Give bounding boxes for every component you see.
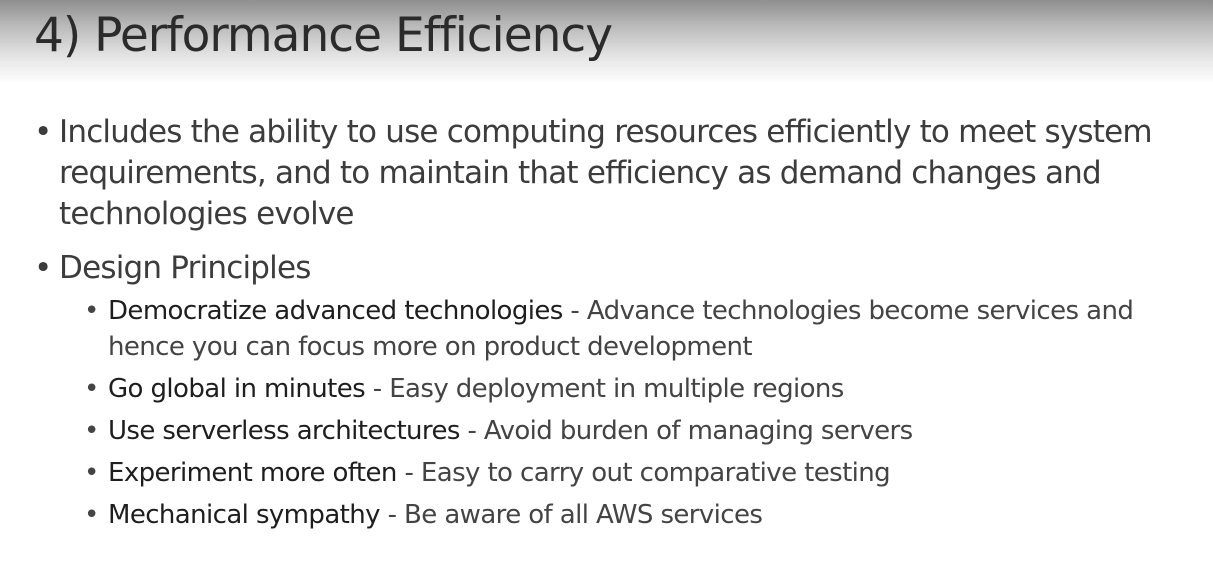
principle-term: Mechanical sympathy xyxy=(108,500,381,530)
principle-term: Experiment more often xyxy=(108,458,397,488)
principle-description: Avoid burden of managing servers xyxy=(483,416,913,446)
design-principles-list: • Democratize advanced technologies - Ad… xyxy=(84,293,1184,533)
principle-separator: - xyxy=(459,416,484,446)
principle-term: Go global in minutes xyxy=(108,374,366,404)
slide-title: 4) Performance Efficiency xyxy=(34,8,613,63)
bullet-item: • Includes the ability to use computing … xyxy=(34,112,1184,235)
bullet-dot-icon: • xyxy=(84,416,99,446)
principle-separator: - xyxy=(562,296,587,326)
principle-term: Democratize advanced technologies xyxy=(108,296,563,326)
bullet-dot-icon: • xyxy=(84,458,99,488)
principle-description: Easy to carry out comparative testing xyxy=(420,458,891,488)
principle-item: • Experiment more often - Easy to carry … xyxy=(84,456,1184,491)
principle-item: • Democratize advanced technologies - Ad… xyxy=(84,293,1184,365)
principle-description: Advance technologies become services and… xyxy=(108,296,1134,362)
principle-separator: - xyxy=(365,374,390,404)
bullet-dot-icon: • xyxy=(84,374,99,404)
bullet-text: Design Principles xyxy=(59,250,311,286)
bullet-item: • Design Principles xyxy=(34,248,1184,289)
principle-description: Be aware of all AWS services xyxy=(404,500,763,530)
principle-separator: - xyxy=(379,500,405,530)
bullet-text: Includes the ability to use computing re… xyxy=(59,114,1153,232)
bullet-dot-icon: • xyxy=(84,500,99,530)
slide-content: • Includes the ability to use computing … xyxy=(34,112,1184,540)
bullet-dot-icon: • xyxy=(34,250,52,286)
bullet-dot-icon: • xyxy=(34,114,52,150)
principle-separator: - xyxy=(396,458,421,488)
bullet-dot-icon: • xyxy=(84,296,99,326)
principle-item: • Mechanical sympathy - Be aware of all … xyxy=(84,498,1184,533)
principle-term: Use serverless architectures xyxy=(108,416,460,446)
title-band xyxy=(0,0,1213,84)
principle-description: Easy deployment in multiple regions xyxy=(389,374,844,404)
principle-item: • Go global in minutes - Easy deployment… xyxy=(84,372,1184,407)
principle-item: • Use serverless architectures - Avoid b… xyxy=(84,414,1184,449)
